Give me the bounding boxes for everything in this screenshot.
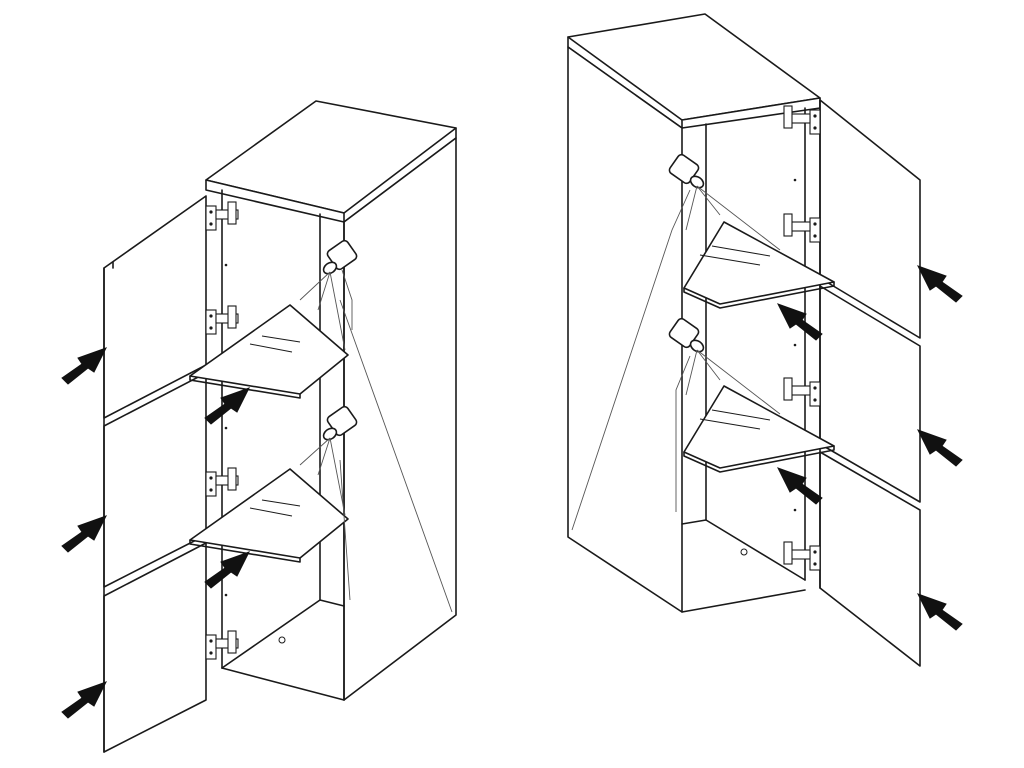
left-shelf-upper	[189, 304, 349, 395]
left-shelf-lower	[189, 468, 349, 559]
left-arrow-shelf-upper	[204, 387, 251, 425]
right-arrow-shelf-upper	[776, 303, 823, 341]
left-light-upper	[299, 239, 358, 351]
left-hinge-4	[205, 630, 239, 660]
left-arrow-door-middle	[61, 515, 108, 553]
right-hinge-2	[783, 213, 821, 243]
right-light-upper	[668, 153, 781, 251]
left-hinge-3	[205, 467, 239, 497]
right-light-lower	[668, 317, 781, 415]
left-hinge-2	[205, 305, 239, 335]
right-cabinet-side-panel	[567, 46, 683, 613]
left-cabinet	[61, 100, 457, 753]
left-arrows	[61, 347, 251, 719]
left-cabinet-cable-hole	[278, 636, 286, 644]
right-hinge-1	[783, 105, 821, 135]
right-arrow-door-middle	[916, 429, 963, 467]
left-cable	[339, 269, 453, 613]
right-arrow-door-top	[916, 265, 963, 303]
right-cable	[571, 189, 691, 531]
left-arrow-door-top	[61, 347, 108, 385]
left-arrow-shelf-lower	[204, 551, 251, 589]
right-cabinet	[567, 13, 963, 667]
right-arrows	[776, 265, 963, 631]
right-hinge-3	[783, 377, 821, 407]
left-arrow-door-bottom	[61, 681, 108, 719]
right-cabinet-cable-hole	[740, 548, 748, 556]
left-cabinet-side-panel	[343, 137, 457, 701]
right-arrow-door-bottom	[916, 593, 963, 631]
left-light-lower	[299, 405, 358, 516]
right-arrow-shelf-lower	[776, 467, 823, 505]
right-hinge-4	[783, 541, 821, 571]
left-hinge-1	[205, 201, 239, 231]
